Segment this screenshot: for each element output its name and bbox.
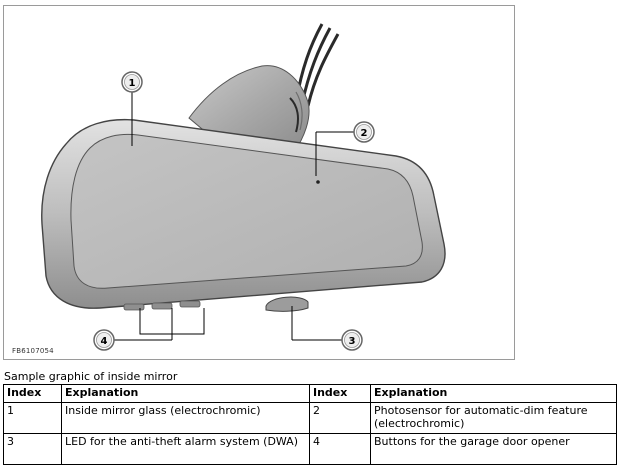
callout-2-label: 2 <box>361 128 368 139</box>
callout-1: 1 <box>121 71 143 93</box>
mirror-mount <box>188 65 310 153</box>
callout-3: 3 <box>341 329 363 351</box>
mirror-illustration: 1 2 3 4 <box>41 23 446 351</box>
mirror-glass <box>70 133 423 289</box>
legend-header-row: Index Explanation Index Explanation <box>3 384 617 403</box>
header-index-right: Index <box>309 384 371 403</box>
index-cell: 2 <box>309 402 371 434</box>
callout-lines <box>114 92 354 341</box>
figure-caption: Sample graphic of inside mirror <box>4 370 178 383</box>
header-explanation-left: Explanation <box>61 384 310 403</box>
table-row: 1 Inside mirror glass (electrochromic) 2… <box>3 402 617 434</box>
led-housing <box>265 296 309 312</box>
callout-3-label: 3 <box>349 336 356 347</box>
figure-code: FB6107054 <box>12 347 54 355</box>
callout-2: 2 <box>353 121 375 143</box>
mirror-figure: 1 2 3 4 FB6107054 <box>3 5 515 360</box>
legend-table: Index Explanation Index Explanation 1 In… <box>3 384 617 465</box>
explanation-cell: Photosensor for automatic-dim feature (e… <box>370 402 617 434</box>
header-explanation-right: Explanation <box>370 384 617 403</box>
callout-1-label: 1 <box>129 78 136 89</box>
explanation-cell: Inside mirror glass (electrochromic) <box>61 402 310 434</box>
explanation-cell: Buttons for the garage door opener <box>370 433 617 465</box>
header-index-left: Index <box>3 384 62 403</box>
index-cell: 1 <box>3 402 62 434</box>
garage-buttons <box>123 300 201 311</box>
callout-4-label: 4 <box>101 336 108 347</box>
table-row: 3 LED for the anti-theft alarm system (D… <box>3 433 617 465</box>
index-cell: 4 <box>309 433 371 465</box>
index-cell: 3 <box>3 433 62 465</box>
explanation-cell: LED for the anti-theft alarm system (DWA… <box>61 433 310 465</box>
photosensor-dot <box>316 180 320 184</box>
callout-4: 4 <box>93 329 115 351</box>
